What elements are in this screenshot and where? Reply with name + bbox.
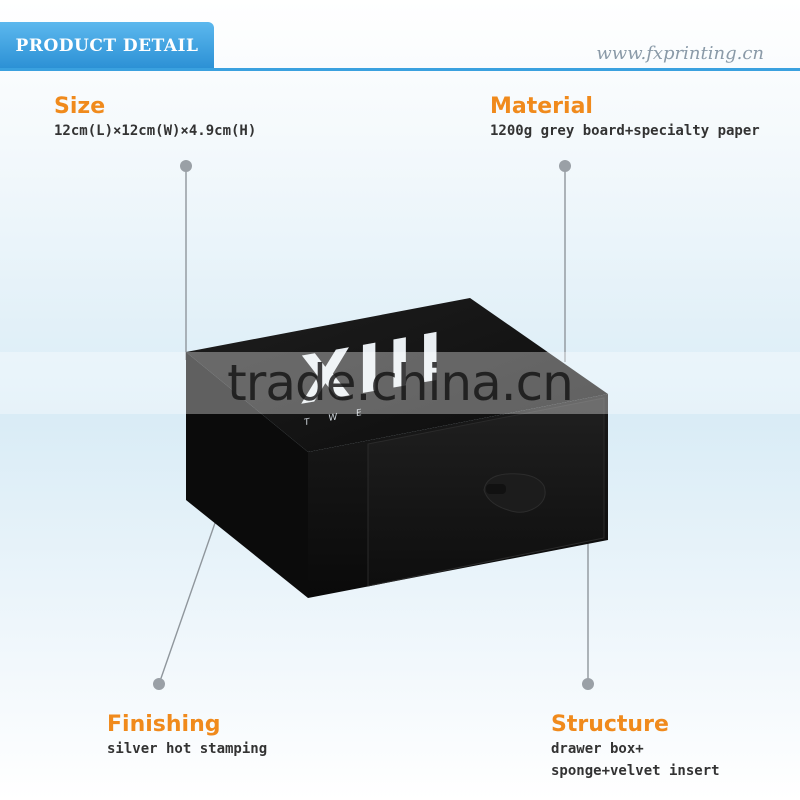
header-divider [0, 68, 800, 71]
spec-structure-value-line1: drawer box+ [551, 741, 644, 757]
product-detail-title: PRODUCT DETAIL [15, 36, 199, 56]
watermark-text: trade.china.cn [227, 354, 574, 412]
dot-finishing [153, 678, 165, 690]
product-detail-tab: PRODUCT DETAIL [0, 22, 214, 70]
spec-finishing-title: Finishing [107, 712, 221, 737]
box-left-side [186, 352, 308, 598]
spec-structure-title: Structure [551, 712, 669, 737]
spec-size: Size 12cm(L)×12cm(W)×4.9cm(H) [54, 94, 256, 142]
spec-size-value: 12cm(L)×12cm(W)×4.9cm(H) [54, 123, 257, 139]
spec-finishing: Finishing silver hot stamping [107, 712, 267, 760]
spec-material-value: 1200g grey board+specialty paper [490, 123, 760, 139]
spec-structure: Structure drawer box+ sponge+velvet inse… [551, 712, 720, 782]
ribbon-loop [486, 484, 506, 494]
dot-size [180, 160, 192, 172]
spec-material: Material 1200g grey board+specialty pape… [490, 94, 760, 142]
spec-structure-value-line2: sponge+velvet insert [551, 763, 720, 779]
box-top-face [186, 298, 608, 452]
watermark-band: trade.china.cn [0, 352, 800, 414]
site-url[interactable]: www.fxprinting.cn [596, 43, 764, 64]
dot-material [559, 160, 571, 172]
spec-finishing-value: silver hot stamping [107, 741, 268, 757]
ribbon-pull [483, 473, 546, 513]
dot-structure [582, 678, 594, 690]
spec-size-title: Size [54, 94, 106, 119]
spec-material-title: Material [490, 94, 593, 119]
leader-dots [153, 160, 594, 690]
